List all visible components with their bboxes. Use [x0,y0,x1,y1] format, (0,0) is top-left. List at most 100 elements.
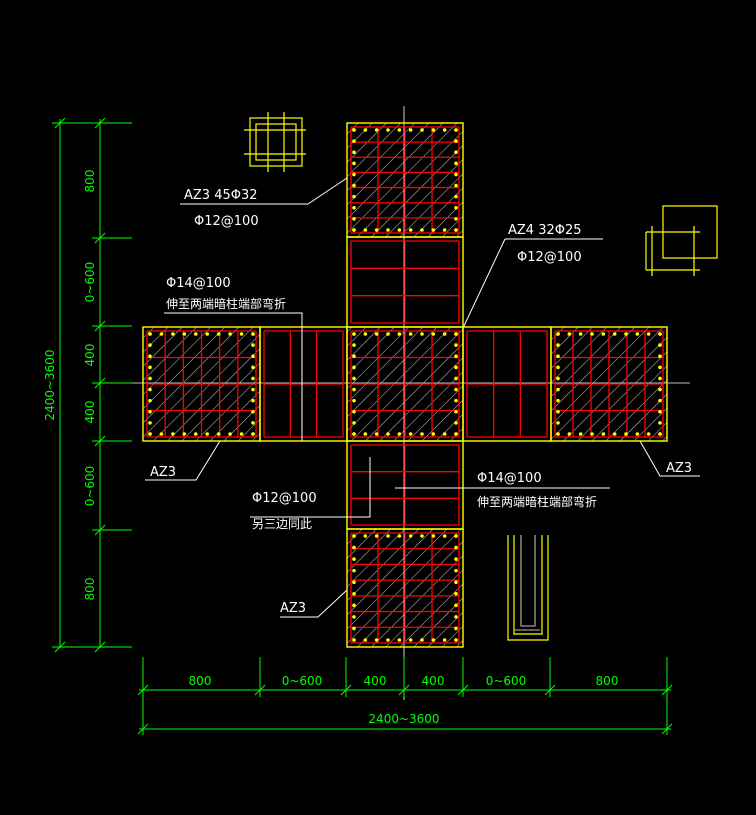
rebar-dot [363,332,368,336]
az4-title: AZ4 32Φ25 [508,223,582,238]
rebar-dot [397,432,402,436]
rebar-dot [567,332,572,336]
rebar-dot [556,387,560,392]
rebar-dot [454,545,458,550]
leader-lines [145,177,700,618]
rebar-dot [658,343,662,347]
left-web [259,326,348,442]
rebar-dot [454,387,458,392]
rebar-dot [658,387,662,392]
rebar-dot [556,398,560,403]
rebar-dot [612,332,617,336]
rebar-dot [658,409,662,414]
rebar-dot [171,332,175,336]
vdim-800-top: 800 [83,170,97,193]
rebar-dot [374,534,379,538]
right-az3-column [550,326,668,442]
rebar-dot [374,128,379,132]
rebar-dot [624,332,628,336]
stirrup-detail-top-right [645,205,718,276]
rebar-dot [148,432,152,436]
rebar-dot [420,534,424,538]
rebar-dot [182,432,187,436]
core-az4-column [346,326,464,442]
vdim-400-bottom: 400 [83,401,97,424]
az4-stirrup: Φ12@100 [517,250,582,265]
az3-right-label: AZ3 [666,461,692,476]
rebar-dot [352,150,356,155]
rebar-dot [454,626,458,631]
rebar-dot [352,343,356,347]
rebar-dot [352,421,356,425]
rebar-dot [352,568,356,573]
rebar-dot [658,365,662,370]
rebar-dot [352,183,356,188]
rebar-dot [646,332,651,336]
rebar-dot [239,332,244,336]
rebar-dot [454,580,458,585]
rebar-dot [363,534,368,538]
rebar-dot [397,128,402,132]
az3-top-title: AZ3 45Φ32 [184,188,258,203]
rebar-dot [148,365,152,370]
rebar-dot [556,376,560,381]
rebar-dot [454,205,458,210]
rebar-dot [352,332,356,336]
rebar-dot [454,228,458,232]
rebar-dot [251,421,255,425]
rebar-dot [567,432,572,436]
rebar-dot [193,332,198,336]
hook-detail-bottom-right [507,535,549,641]
annotation-labels: AZ3 45Φ32 Φ12@100 AZ4 32Φ25 Φ12@100 Φ14@… [150,188,692,616]
top-az3-rebar [350,126,460,234]
right-bar-label: Φ14@100 [477,471,542,486]
rebar-dot [251,387,255,392]
rebar-dot [454,150,458,155]
rebar-dot [397,332,402,336]
rebar-dot [374,228,379,232]
rebar-dot [590,332,594,336]
rebar-dot [251,398,255,403]
rebar-dot [148,354,152,359]
rebar-dot [251,365,255,370]
rebar-dot [363,228,368,232]
rebar-dot [454,354,458,359]
rebar-dot [431,228,436,232]
hdim-800-left: 800 [189,674,212,688]
left-bar-note: 伸至两端暗柱端部弯折 [166,296,286,311]
hdim-400-right: 400 [422,674,445,688]
left-bar-label: Φ14@100 [166,276,231,291]
rebar-dot [408,128,413,132]
az3-bottom-label: AZ3 [280,601,306,616]
rebar-dot [658,354,662,359]
rebar-dot [352,557,356,561]
rebar-dot [352,432,356,436]
rebar-dot [408,638,413,642]
rebar-dot [159,332,164,336]
rebar-dot [251,332,255,336]
rebar-dot [352,205,356,210]
rebar-dot [658,332,662,336]
rebar-dot [442,638,447,642]
rebar-dot [454,534,458,538]
vdim-0-600-bottom: 0~600 [83,466,97,507]
rebar-dot [352,365,356,370]
rebar-dot [352,409,356,414]
rebar-dot [251,376,255,381]
rebar-dot [454,603,458,608]
rebar-dot [352,387,356,392]
rebar-dot [454,161,458,166]
rebar-dot [239,432,244,436]
rebar-dot [363,128,368,132]
rebar-dot [216,332,221,336]
rebar-dot [397,638,402,642]
rebar-dot [442,432,447,436]
az3-top-stirrup: Φ12@100 [194,214,259,229]
rebar-dot [454,432,458,436]
rebar-dot [408,534,413,538]
rebar-dot [454,591,458,596]
rebar-dot [386,128,390,132]
rebar-dot [363,638,368,642]
rebar-dot [205,332,210,336]
rebar-dot [352,591,356,596]
